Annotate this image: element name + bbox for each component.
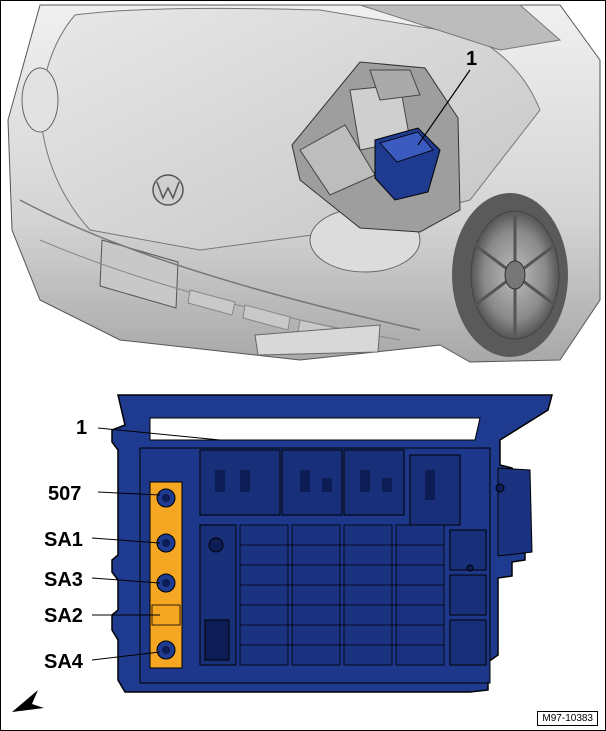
leader-507	[97, 491, 161, 496]
fuse-bolt-sa1	[156, 533, 176, 553]
front-wheel	[452, 193, 568, 357]
car-callout-label: 1	[466, 48, 477, 70]
housing-screw	[466, 564, 474, 572]
fuse-label-sa2: SA2	[44, 605, 83, 627]
fuse-bolt-sa3	[156, 573, 176, 593]
fuse-label-507: 507	[48, 483, 81, 505]
front-bumper	[19, 199, 421, 331]
fuse-bolt-sa4	[156, 640, 176, 660]
fuse-bolt-507	[156, 488, 176, 508]
direction-arrow-icon	[12, 690, 44, 712]
box-callout-label: 1	[76, 417, 87, 439]
fog-light	[254, 324, 381, 356]
car-leader-line	[417, 69, 471, 146]
fuse-label-sa1: SA1	[44, 529, 83, 551]
box-leader-line	[97, 427, 221, 441]
leader-sa1	[91, 537, 161, 544]
license-plate	[99, 239, 179, 309]
fuse-grid	[239, 524, 445, 666]
fuse-box-diagram	[91, 394, 553, 693]
mounting-rail	[149, 417, 481, 441]
housing-screw	[495, 483, 505, 493]
car-illustration	[7, 4, 601, 363]
side-connector	[497, 467, 533, 557]
fuse-label-sa3: SA3	[44, 569, 83, 591]
fuse-label-sa4: SA4	[44, 651, 84, 673]
leader-sa4	[91, 651, 161, 661]
leader-sa3	[91, 577, 161, 584]
left-headlight	[21, 67, 59, 133]
vw-logo-icon	[152, 174, 184, 206]
reference-code: M97-10383	[537, 711, 598, 726]
